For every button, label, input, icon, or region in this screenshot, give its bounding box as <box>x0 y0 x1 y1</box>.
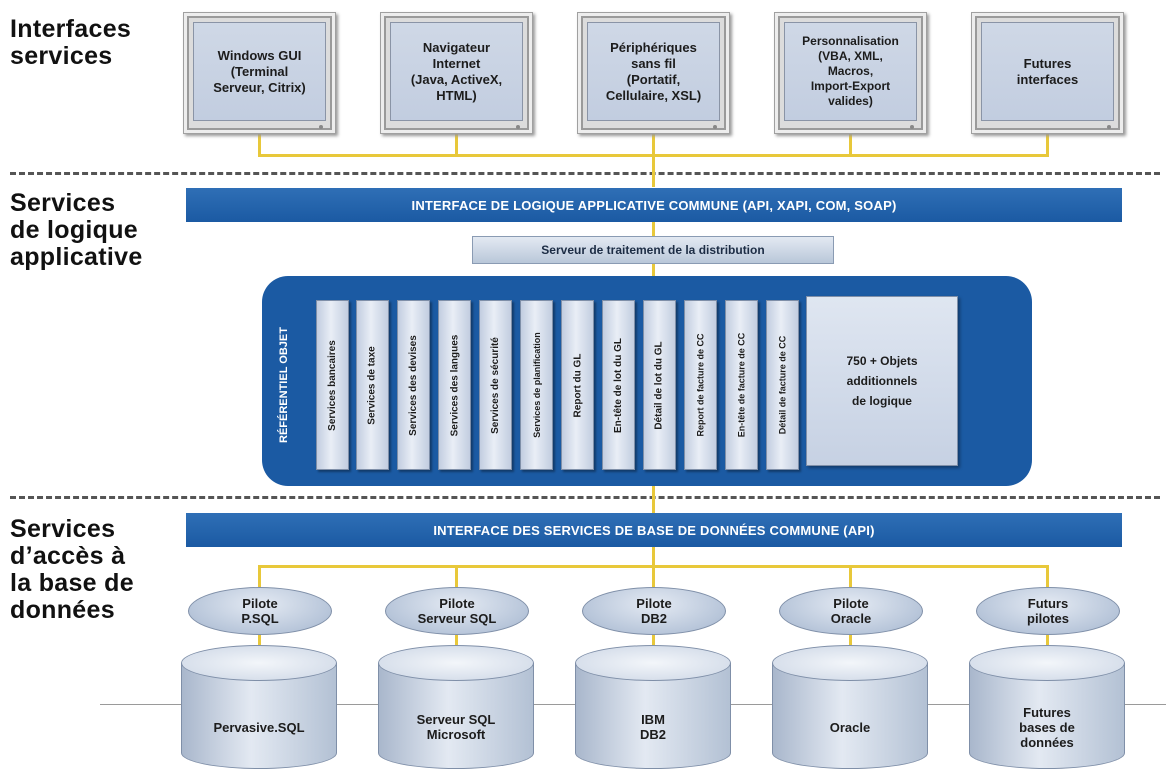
database-cylinder-top <box>772 645 928 681</box>
repository-label: RÉFÉRENTIEL OBJET <box>278 327 290 443</box>
database-label: Oracle <box>829 719 871 735</box>
repo-card-detail-facture-cc: Détail de facture de CC <box>766 300 799 470</box>
repo-card-services-securite: Services de sécurité <box>479 300 512 470</box>
database-cylinder-top <box>181 645 337 681</box>
database-label: IBM DB2 <box>639 712 666 742</box>
monitor-led-icon <box>516 125 520 129</box>
monitor-screen: Windows GUI (Terminal Serveur, Citrix) <box>193 22 326 121</box>
section-title-interfaces: Interfaces services <box>10 15 132 70</box>
database-cylinder-top <box>378 645 534 681</box>
monitor-screen: Périphériques sans fil (Portatif, Cellul… <box>587 22 720 121</box>
connector-dist-repo <box>652 264 655 276</box>
connector-logic-dist <box>652 222 655 236</box>
connector-driver-3 <box>652 565 655 587</box>
connector-db-5 <box>1046 635 1049 645</box>
monitor-screen: Personnalisation (VBA, XML, Macros, Impo… <box>784 22 917 121</box>
monitor-screen: Navigateur Internet (Java, ActiveX, HTML… <box>390 22 523 121</box>
connector-monitor-1 <box>258 134 261 156</box>
database-label: Serveur SQL Microsoft <box>416 712 496 742</box>
database-future: Futures bases de données <box>969 645 1125 773</box>
repo-card-detail-lot-gl: Détail de lot du GL <box>643 300 676 470</box>
logic-interface-bar: INTERFACE DE LOGIQUE APPLICATIVE COMMUNE… <box>186 188 1122 222</box>
repo-card-services-devises: Services des devises <box>397 300 430 470</box>
connector-db-bus <box>652 547 655 567</box>
repo-card-services-planification: Services de planification <box>520 300 553 470</box>
section-divider-bottom <box>10 496 1160 499</box>
connector-monitor-2 <box>455 134 458 156</box>
database-label: Pervasive.SQL <box>213 719 305 735</box>
repo-card-services-taxe: Services de taxe <box>356 300 389 470</box>
monitor-windows-gui: Windows GUI (Terminal Serveur, Citrix) <box>183 12 336 134</box>
connector-monitor-4 <box>849 134 852 156</box>
monitor-peripheriques: Périphériques sans fil (Portatif, Cellul… <box>577 12 730 134</box>
monitor-navigateur: Navigateur Internet (Java, ActiveX, HTML… <box>380 12 533 134</box>
monitor-personnalisation: Personnalisation (VBA, XML, Macros, Impo… <box>774 12 927 134</box>
driver-future: Futurs pilotes <box>976 587 1120 635</box>
database-cylinder-top <box>575 645 731 681</box>
connector-driver-5 <box>1046 565 1049 587</box>
database-cylinder-top <box>969 645 1125 681</box>
section-divider-top <box>10 172 1160 175</box>
driver-sql-server: Pilote Serveur SQL <box>385 587 529 635</box>
repo-card-additional-objects: 750 + Objets additionnels de logique <box>806 296 958 466</box>
database-oracle: Oracle <box>772 645 928 773</box>
driver-oracle: Pilote Oracle <box>779 587 923 635</box>
repo-card-entete-lot-gl: En-tête de lot du GL <box>602 300 635 470</box>
repo-card-services-bancaires: Services bancaires <box>316 300 349 470</box>
driver-db2: Pilote DB2 <box>582 587 726 635</box>
database-sql-server: Serveur SQL Microsoft <box>378 645 534 773</box>
connector-db-4 <box>849 635 852 645</box>
db-interface-bar: INTERFACE DES SERVICES DE BASE DE DONNÉE… <box>186 513 1122 547</box>
monitor-screen: Futures interfaces <box>981 22 1114 121</box>
section-title-logic: Services de logique applicative <box>10 189 143 271</box>
monitor-led-icon <box>319 125 323 129</box>
database-ibm-db2: IBM DB2 <box>575 645 731 773</box>
connector-db-1 <box>258 635 261 645</box>
repo-card-report-facture-cc: Report de facture de CC <box>684 300 717 470</box>
connector-monitor-5 <box>1046 134 1049 156</box>
connector-db-3 <box>652 635 655 645</box>
connector-monitor-3 <box>652 134 655 187</box>
connector-driver-1 <box>258 565 261 587</box>
distribution-server: Serveur de traitement de la distribution <box>472 236 834 264</box>
monitor-led-icon <box>713 125 717 129</box>
connector-driver-2 <box>455 565 458 587</box>
connector-driver-4 <box>849 565 852 587</box>
monitor-futures-interfaces: Futures interfaces <box>971 12 1124 134</box>
database-pervasive: Pervasive.SQL <box>181 645 337 773</box>
monitor-led-icon <box>910 125 914 129</box>
database-label: Futures bases de données <box>1019 704 1075 750</box>
connector-repo-db <box>652 486 655 513</box>
interfaces-bus <box>258 154 1049 157</box>
monitor-led-icon <box>1107 125 1111 129</box>
connector-db-2 <box>455 635 458 645</box>
repo-card-entete-facture-cc: En-tête de facture de CC <box>725 300 758 470</box>
repo-card-report-gl: Report du GL <box>561 300 594 470</box>
repo-card-services-langues: Services des langues <box>438 300 471 470</box>
section-title-db-access: Services d’accès à la base de données <box>10 515 134 624</box>
driver-psql: Pilote P.SQL <box>188 587 332 635</box>
